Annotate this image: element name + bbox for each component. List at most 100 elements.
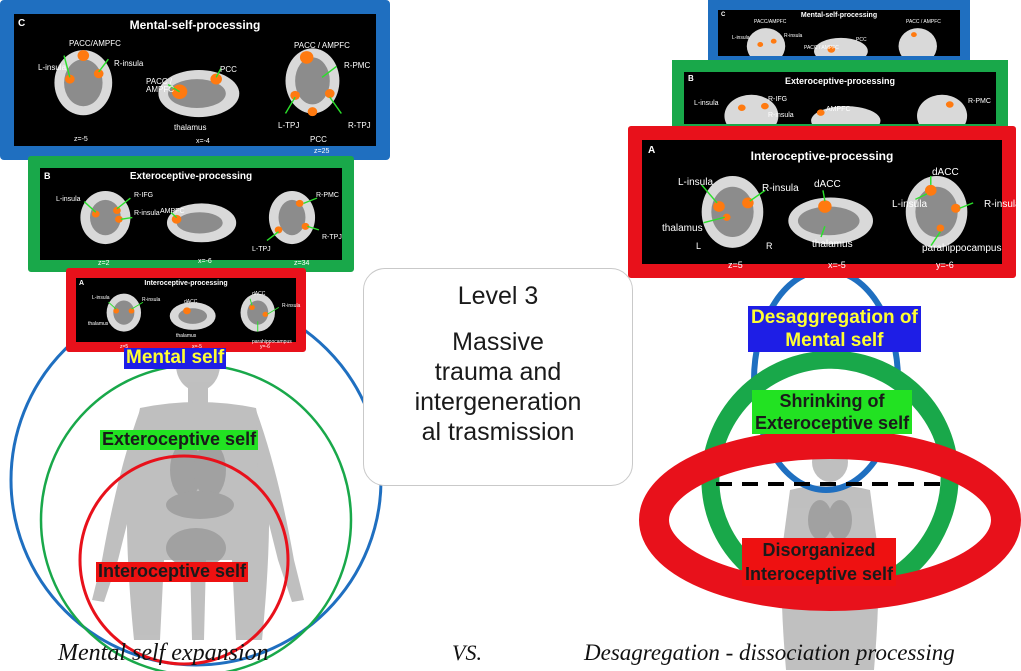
left-interoceptive-panel: A Interoceptive-processing L-insula R-in… — [66, 268, 306, 352]
brain-label: PACC / AMPFC — [804, 45, 839, 51]
vs-caption: VS. — [452, 640, 482, 665]
interoceptive-self-label: Interoceptive self — [96, 561, 249, 582]
desaggregation-label: Desaggregation of Mental self — [748, 306, 921, 352]
brain-label: R-PMC — [344, 61, 371, 70]
disorganized-label: Disorganized Interoceptive self — [742, 538, 897, 586]
brain-label: L-insula — [892, 199, 928, 210]
brain-label: L-insula — [56, 196, 81, 203]
shrinking-label-line: Shrinking of — [779, 391, 885, 411]
left-exteroceptive-brain-slices — [80, 191, 320, 245]
brain-label: AMPFC — [826, 106, 851, 113]
slice-coordinate: x=-4 — [196, 138, 210, 145]
brain-label: L-insula — [694, 100, 719, 107]
brain-label: R-PMC — [968, 98, 991, 105]
brain-label: R-insula — [768, 112, 794, 119]
level-description-line: intergeneration — [414, 388, 582, 416]
brain-label: L-insula — [732, 35, 750, 41]
left-exteroceptive-panel: B Exteroceptive-processing L-insula R-IF… — [28, 156, 354, 272]
left-intero-panel-title: Interoceptive-processing — [144, 280, 228, 287]
left-mental-self-panel: C Mental-self-processing PACC/AMPFC L-in… — [0, 0, 390, 160]
brain-label: thalamus — [88, 321, 109, 327]
left-intero-panel-letter: A — [79, 280, 85, 287]
brain-label: L-insula — [38, 63, 67, 72]
brain-label: PCC — [310, 135, 327, 144]
right-mental-panel-letter: C — [721, 12, 726, 18]
left-interoceptive-brain-slices — [106, 293, 280, 332]
level-3-box: Level 3 Massive trauma and intergenerati… — [363, 268, 633, 486]
brain-label: dACC — [814, 179, 841, 190]
level-description-line: trauma and — [434, 358, 562, 386]
level-description-line: al trasmission — [421, 418, 575, 446]
right-interoceptive-panel: A Interoceptive-processing L-insula R-in… — [628, 126, 1021, 278]
brain-label: R-insula — [142, 297, 161, 303]
mental-self-label: Mental self — [124, 347, 227, 369]
brain-label: L-insula — [678, 177, 714, 188]
right-exteroceptive-panel: B Exteroceptive-processing L-insula R-IF… — [672, 60, 1008, 136]
slice-coordinate: z=-5 — [74, 136, 88, 143]
left-organs — [166, 442, 234, 568]
brain-label: dACC — [184, 299, 198, 305]
left-mental-panel-letter: C — [18, 18, 26, 29]
brain-label: R — [766, 241, 773, 251]
brain-label: R-insula — [282, 303, 301, 309]
right-extero-panel-letter: B — [688, 74, 694, 83]
brain-label: AMPFC — [160, 208, 185, 215]
brain-label: R-insula — [134, 210, 160, 217]
right-mental-panel-title: Mental-self-processing — [800, 12, 878, 19]
brain-label: PACC / AMPFC — [294, 41, 350, 50]
left-mental-panel-title: Mental-self-processing — [129, 18, 261, 32]
brain-label: PACC / AMPFC — [146, 77, 174, 95]
brain-label: PACC / AMPFC — [906, 19, 941, 25]
brain-label: L-insula — [92, 295, 110, 301]
disorganized-label-line: Disorganized — [762, 540, 876, 560]
brain-label: PCC — [220, 65, 237, 74]
brain-label: dACC — [932, 167, 959, 178]
brain-label: PCC — [856, 37, 867, 43]
brain-label: R-insula — [984, 199, 1021, 210]
brain-label: L — [696, 241, 702, 251]
slice-coordinate: z=5 — [120, 344, 129, 350]
brain-label: parahippocampus — [922, 243, 1002, 254]
slice-coordinate: z=2 — [98, 260, 110, 267]
brain-label: R-TPJ — [322, 234, 342, 241]
left-mental-brain-slices — [54, 48, 342, 118]
brain-label: L-TPJ — [252, 246, 271, 253]
brain-label: R-insula — [762, 183, 799, 194]
shrinking-label: Shrinking of Exteroceptive self — [752, 390, 913, 434]
exteroceptive-self-label: Exteroceptive self — [100, 429, 259, 450]
brain-label: thalamus — [176, 333, 197, 339]
right-extero-panel-title: Exteroceptive-processing — [784, 76, 896, 86]
disorganized-label-line: Interoceptive self — [745, 564, 894, 584]
brain-label: R-insula — [114, 59, 144, 68]
left-caption: Mental self expansion — [58, 640, 269, 666]
slice-coordinate: z=25 — [314, 148, 330, 155]
brain-label: R-IFG — [134, 192, 154, 199]
slice-coordinate: z=34 — [294, 260, 310, 267]
right-exteroceptive-brain-slices — [724, 94, 968, 124]
level-title: Level 3 — [457, 282, 539, 310]
shrinking-label-line: Exteroceptive self — [755, 413, 910, 433]
level-description-line: Massive — [452, 328, 544, 356]
desaggregation-label-line: Mental self — [785, 330, 884, 351]
brain-label: R-PMC — [316, 192, 339, 199]
slice-coordinate: y=-6 — [260, 344, 270, 350]
brain-label: R-IFG — [768, 96, 788, 103]
brain-label: thalamus — [174, 123, 207, 132]
slice-coordinate: x=-5 — [828, 260, 846, 270]
left-extero-panel-letter: B — [44, 171, 51, 181]
interoceptive-disorganized-ellipse — [639, 429, 1021, 611]
left-extero-panel-title: Exteroceptive-processing — [129, 171, 253, 182]
slice-coordinate: z=5 — [728, 260, 743, 270]
desaggregation-label-line: Desaggregation of — [751, 307, 918, 328]
right-mental-self-panel: C Mental-self-processing PACC/AMPFC L-in… — [708, 0, 970, 66]
brain-label: PACC/AMPFC — [69, 39, 121, 48]
right-mental-brain-slices — [746, 28, 937, 56]
right-caption: Desagregation - dissociation processing — [584, 640, 955, 665]
right-interoceptive-brain-slices — [701, 175, 974, 248]
slice-coordinate: x=-5 — [192, 344, 202, 350]
brain-label: R-insula — [784, 33, 803, 39]
brain-label: PACC/AMPFC — [754, 19, 787, 25]
brain-label: L-TPJ — [278, 121, 300, 130]
brain-label: thalamus — [812, 239, 853, 250]
